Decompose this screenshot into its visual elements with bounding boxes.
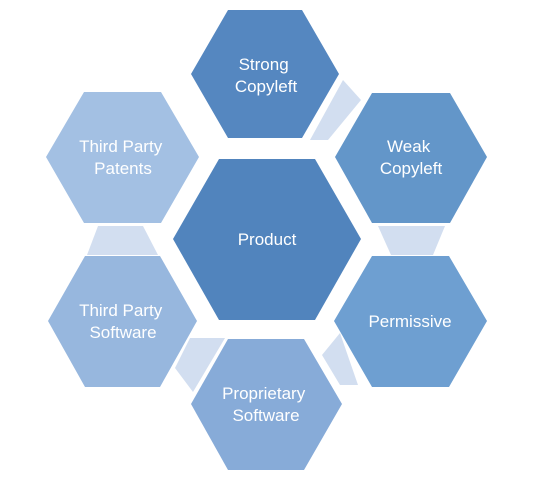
hexagon-weak-copyleft-shape — [335, 93, 487, 223]
hexagon-product-label: Product — [238, 230, 297, 249]
hexagon-weak-copyleft-label-line-1: Weak — [387, 137, 431, 156]
hexagon-strong-copyleft: Strong Copyleft — [191, 10, 339, 138]
hexagon-product-shape — [173, 159, 361, 320]
hexagon-third-party-patents-label-line-2: Patents — [94, 159, 152, 178]
hexagon-proprietary-software: Proprietary Software — [191, 339, 342, 470]
connector-proprietary-third-party-software — [175, 338, 225, 392]
hexagon-strong-copyleft-shape — [191, 10, 339, 138]
hexagon-third-party-software-label-line-2: Software — [89, 323, 156, 342]
hexagon-third-party-software-label-line-1: Third Party — [79, 301, 163, 320]
hexagon-proprietary-software-label-line-1: Proprietary — [222, 384, 306, 403]
connector-third-party-software-patents — [87, 226, 158, 255]
hexagon-third-party-software-label: Third Party Software — [79, 301, 167, 342]
hexagon-strong-copyleft-label-line-1: Strong — [239, 55, 289, 74]
hexagon-third-party-patents: Third Party Patents — [46, 92, 199, 223]
hexagon-product: Product — [173, 159, 361, 320]
hexagon-strong-copyleft-label-line-2: Copyleft — [235, 77, 298, 96]
hexagon-proprietary-software-shape — [191, 339, 342, 470]
connector-permissive-proprietary — [322, 333, 358, 385]
hexagon-proprietary-software-label: Proprietary Software — [222, 384, 310, 425]
connector-weak-permissive — [378, 226, 445, 255]
hexagon-permissive: Permissive — [334, 256, 487, 387]
hexagon-third-party-patents-shape — [46, 92, 199, 223]
hexagon-third-party-software-shape — [48, 256, 197, 387]
hexagon-permissive-label: Permissive — [368, 312, 451, 331]
hexagon-third-party-software: Third Party Software — [48, 256, 197, 387]
hexagon-permissive-shape — [334, 256, 487, 387]
hexagon-weak-copyleft-label: Weak Copyleft — [380, 137, 443, 178]
hexagon-weak-copyleft-label-line-2: Copyleft — [380, 159, 443, 178]
hexagon-third-party-patents-label: Third Party Patents — [79, 137, 167, 178]
hexagon-weak-copyleft: Weak Copyleft — [335, 93, 487, 223]
hexagon-third-party-patents-label-line-1: Third Party — [79, 137, 163, 156]
hexagon-strong-copyleft-label: Strong Copyleft — [235, 55, 298, 96]
hexagon-proprietary-software-label-line-2: Software — [232, 406, 299, 425]
connector-strong-weak — [310, 80, 361, 140]
